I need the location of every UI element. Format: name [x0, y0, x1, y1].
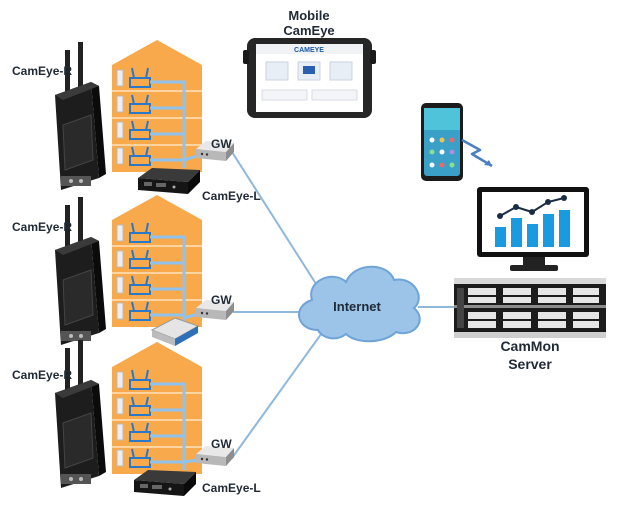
- tablet-brand-text: CAMEYE: [294, 47, 324, 54]
- rack-server-icon: CamMon Server: [454, 278, 606, 372]
- mobile-label-line1: Mobile: [288, 8, 329, 23]
- site2-router-label: CamEye-R: [12, 220, 72, 234]
- server-label-line2: Server: [508, 356, 552, 372]
- smartphone-icon: [421, 103, 463, 181]
- internet-cloud: Internet: [298, 265, 421, 343]
- mobile-tablet: Mobile CamEye CAMEYE: [243, 8, 376, 118]
- internet-label: Internet: [333, 299, 381, 314]
- mobile-label-line2: CamEye: [283, 23, 334, 38]
- server-label-line1: CamMon: [500, 338, 559, 354]
- cloud-icon: [298, 265, 421, 343]
- site3-building-icon: [110, 340, 204, 476]
- monitor-chart-icon: [477, 187, 589, 271]
- site1-gateway-label: GW: [211, 137, 232, 151]
- site3-router-device: [54, 339, 107, 489]
- link-site3-internet: [231, 329, 325, 459]
- site-1: CamEye-R GW CamEye-L: [12, 38, 261, 203]
- link-site1-internet: [231, 151, 319, 288]
- site1-router-label: CamEye-R: [12, 64, 72, 78]
- site-3: CamEye-R GW CamEye-L: [12, 339, 261, 496]
- site3-recorder-icon: [134, 470, 196, 496]
- wireless-bolt-icon: [461, 138, 493, 168]
- site3-recorder-label: CamEye-L: [202, 481, 261, 495]
- site3-gateway-label: GW: [211, 437, 232, 451]
- site-2: CamEye-R GW: [12, 193, 234, 346]
- site1-recorder-label: CamEye-L: [202, 189, 261, 203]
- site3-router-label: CamEye-R: [12, 368, 72, 382]
- site2-building-icon: [110, 193, 204, 329]
- network-links: [231, 151, 454, 459]
- site1-building-icon: [110, 38, 204, 174]
- monitor-bars: [495, 210, 570, 247]
- site2-storage-icon: [150, 317, 200, 346]
- site2-gateway-label: GW: [211, 293, 232, 307]
- site1-recorder-icon: [138, 168, 200, 194]
